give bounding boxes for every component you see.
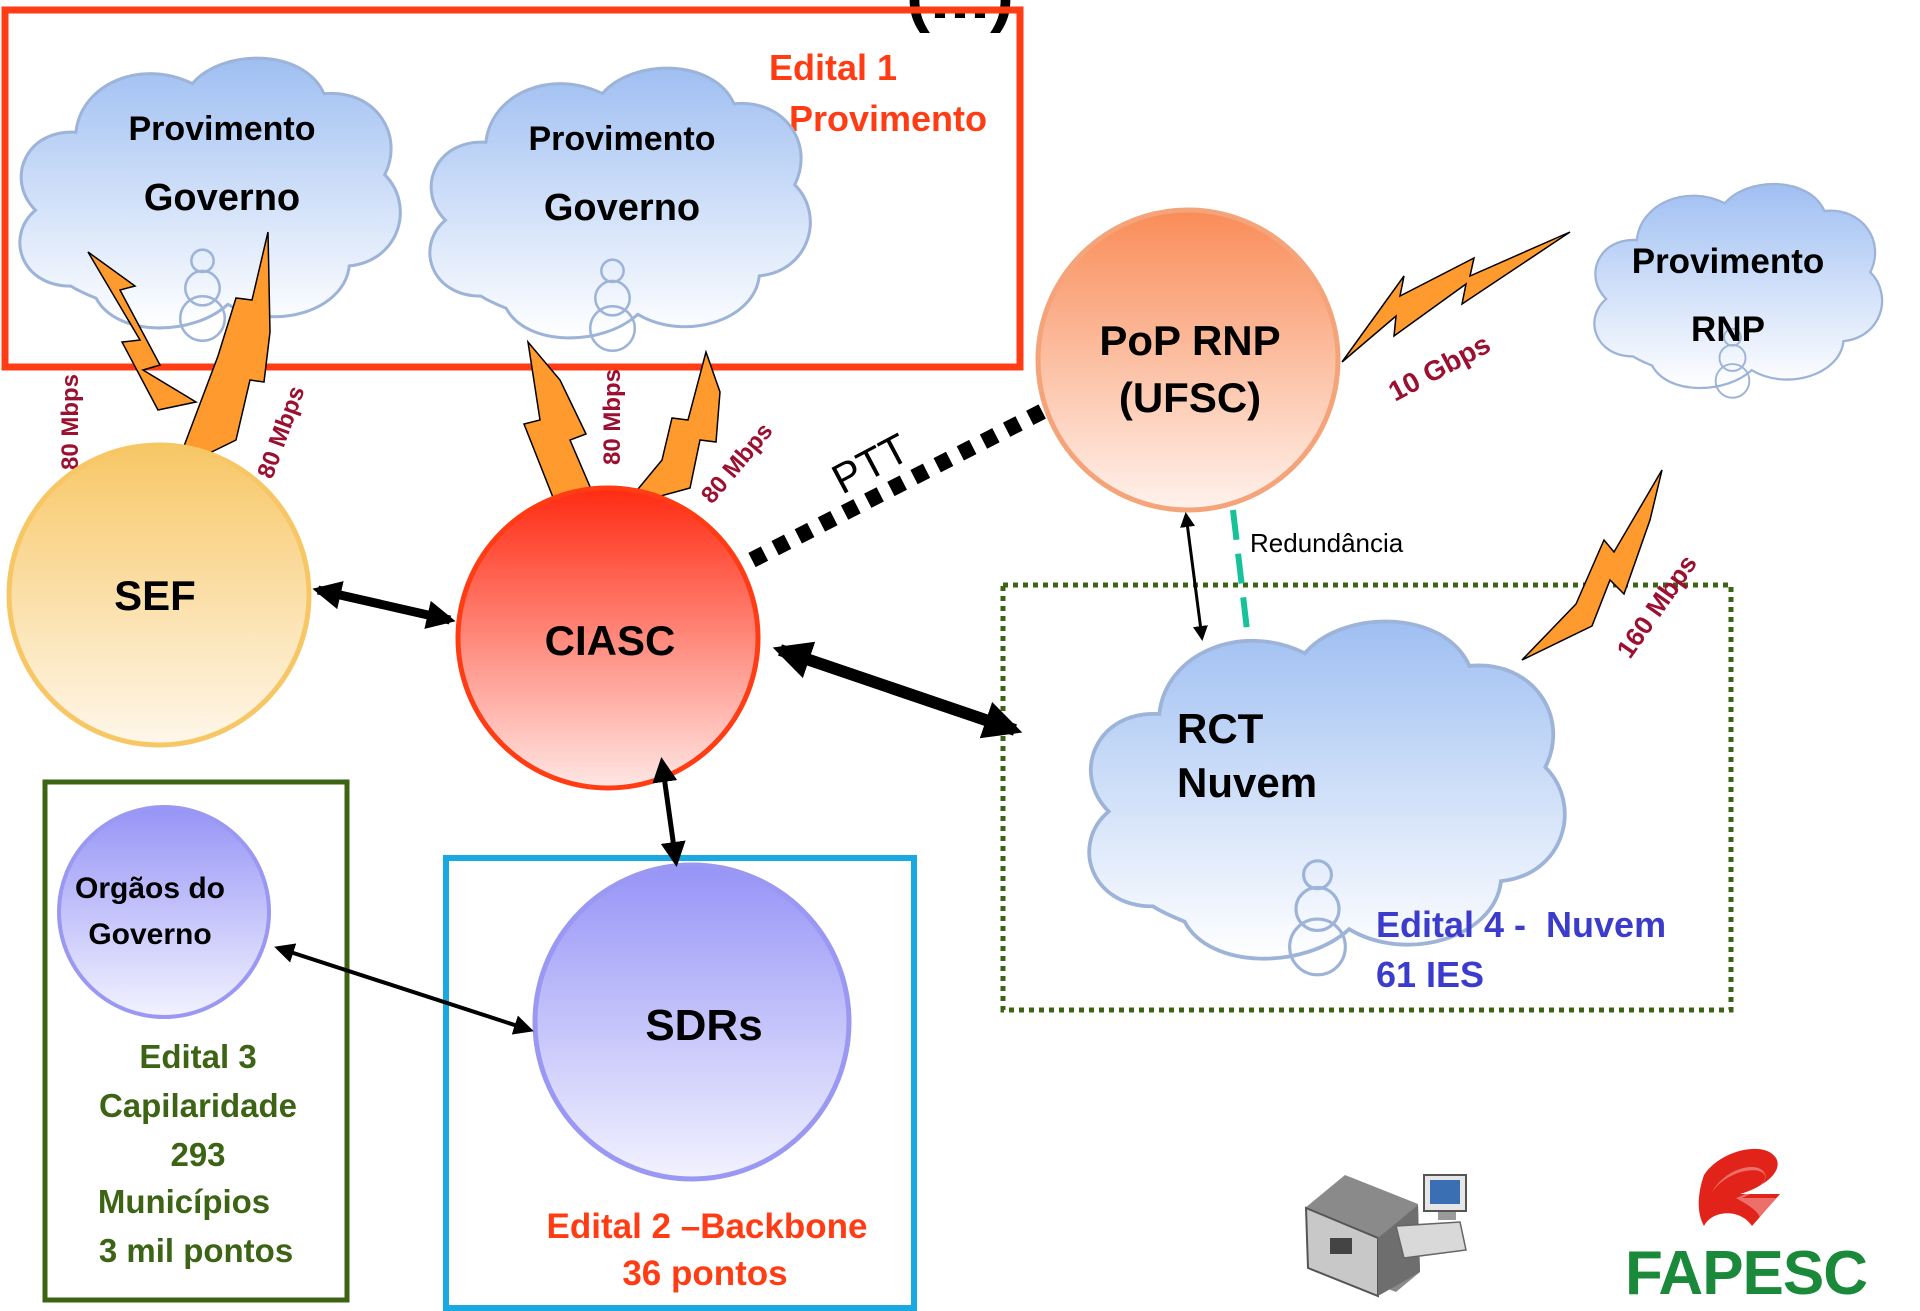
sef-label: SEF [114, 572, 196, 619]
edital2-line1: Edital 2 –Backbone [547, 1207, 868, 1246]
cloud1-line2: Governo [144, 177, 300, 219]
pop-line1: PoP RNP [1099, 317, 1280, 364]
cloud-rnp-line2: RNP [1691, 310, 1765, 349]
cloud-rct-line2: Nuvem [1177, 759, 1317, 806]
orgaos-line2: Governo [88, 918, 211, 951]
bandwidth-label: 10 Gbps [1383, 328, 1495, 407]
bandwidth-label: 80 Mbps [599, 369, 626, 465]
computer-icon [1304, 1174, 1467, 1298]
edital3-line2: Capilaridade [99, 1087, 297, 1124]
cloud-rnp-line1: Provimento [1632, 242, 1825, 281]
arrow-ciasc-rct [772, 641, 1023, 739]
edital3-line4: Municípios [98, 1183, 270, 1220]
cloud-rct-nuvem: RCT Nuvem [1089, 621, 1565, 974]
node-ciasc: CIASC [455, 485, 761, 791]
cloud2-line1: Provimento [528, 120, 715, 158]
lightning-bolt-links [87, 231, 1663, 661]
cloud-provimento-rnp: Provimento RNP [1592, 182, 1884, 400]
ptt-link [748, 397, 1059, 568]
redundancy-label: Redundância [1250, 528, 1404, 558]
arrow-orgaos-sdrs [274, 943, 534, 1035]
fapesc-logo-text: FAPESC [1625, 1239, 1867, 1308]
edital4-label-line2: 61 IES [1376, 954, 1484, 995]
cloud1-line1: Provimento [128, 110, 315, 148]
arrow-sef-ciasc [312, 581, 456, 629]
edital3-line3: 293 [170, 1136, 225, 1173]
edital3-line5: 3 mil pontos [99, 1232, 293, 1269]
edital4-label-line1: Edital 4 - Nuvem [1376, 904, 1666, 945]
node-sdrs: SDRs [532, 862, 852, 1182]
edital3-box [42, 779, 350, 1303]
edital1-label-line2: Provimento [789, 98, 987, 139]
redundancy-link [1230, 509, 1250, 631]
cloud-provimento-governo-1: Provimento Governo [18, 56, 402, 343]
bandwidth-label: 80 Mbps [252, 383, 310, 482]
arrow-pop-rct [1180, 512, 1208, 641]
cloud-rct-line1: RCT [1177, 705, 1264, 752]
bandwidth-label: 80 Mbps [57, 374, 84, 470]
node-pop-rnp: PoP RNP (UFSC) [1035, 207, 1341, 513]
edital3-line1: Edital 3 [139, 1038, 256, 1075]
cloud2-line2: Governo [544, 187, 700, 229]
edital4-box [1000, 582, 1734, 1013]
sdrs-label: SDRs [645, 1001, 762, 1050]
ciasc-label: CIASC [545, 617, 676, 664]
arrow-ciasc-sdrs [652, 757, 686, 867]
node-orgaos-governo: Orgãos do Governo [57, 805, 271, 1019]
edital1-box [1, 6, 1024, 371]
node-sef: SEF [6, 442, 312, 748]
orgaos-line1: Orgãos do [75, 872, 225, 905]
edital3-label: Edital 3 Capilaridade 293 Municípios 3 m… [98, 1038, 297, 1269]
cloud-provimento-governo-2: Provimento Governo [428, 66, 812, 353]
fapesc-logo: FAPESC [1625, 1148, 1868, 1308]
edital2-line2: 36 pontos [622, 1254, 787, 1293]
edital1-label-line1: Edital 1 [769, 47, 897, 88]
pop-line2: (UFSC) [1119, 374, 1261, 421]
title-fragment: (...) [906, 0, 1014, 34]
